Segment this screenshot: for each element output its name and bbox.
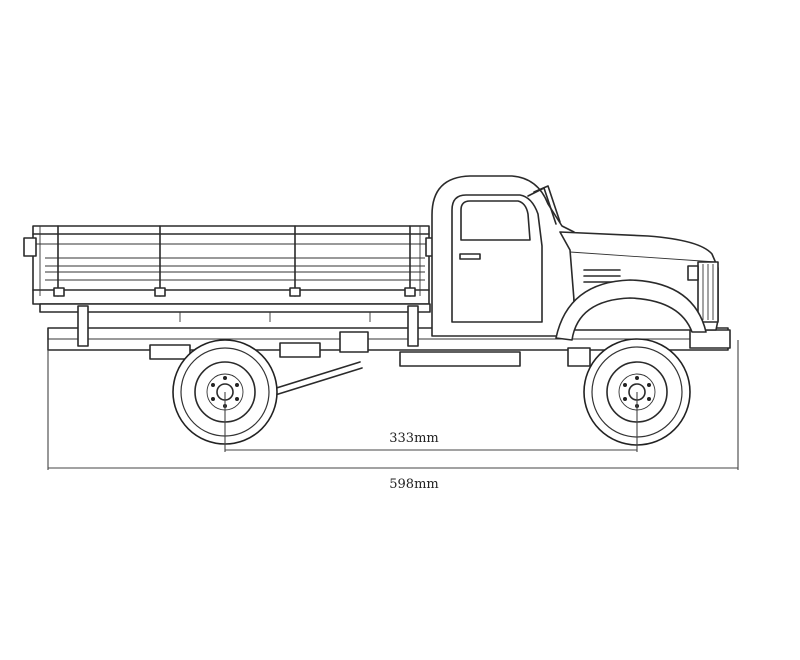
overall-length-dimension: 598mm bbox=[47, 340, 739, 492]
cargo-bed bbox=[23, 225, 435, 322]
overall-length-label: 598mm bbox=[389, 477, 438, 492]
wheelbase-label: 333mm bbox=[389, 431, 438, 446]
hood-and-front bbox=[555, 231, 719, 341]
wheelbase-dimension: 333mm bbox=[224, 392, 638, 452]
truck-cab bbox=[431, 175, 575, 337]
